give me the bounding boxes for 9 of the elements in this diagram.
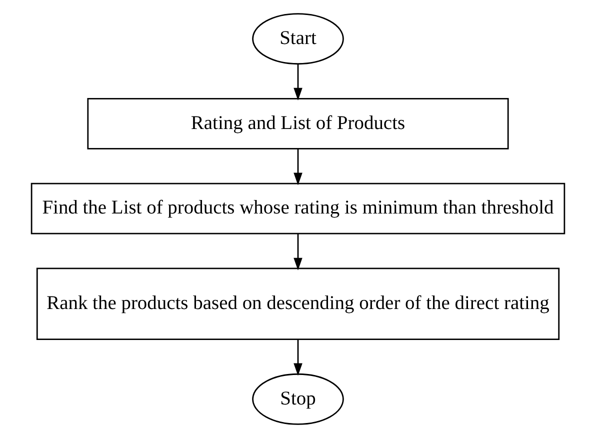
arrow [294, 340, 302, 376]
node-ellipse: Stop [252, 373, 344, 425]
arrow [294, 148, 302, 186]
node-box: Rank the products based on descending order of the direct rating [36, 268, 560, 340]
node-box: Rating and List of Products [87, 98, 509, 150]
arrow [294, 64, 302, 100]
node-box: Find the List of products whose rating is minimum than threshold [30, 182, 566, 234]
arrow [294, 234, 302, 270]
node-ellipse: Start [252, 13, 344, 65]
